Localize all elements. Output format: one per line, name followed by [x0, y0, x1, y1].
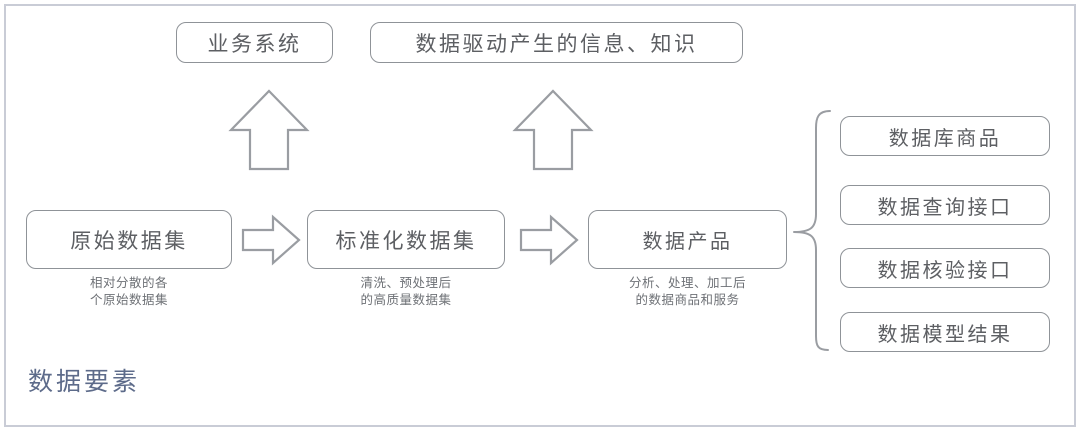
stage-box-label: 原始数据集	[70, 228, 188, 253]
product-type-label: 数据库商品	[888, 127, 1002, 150]
product-type-box-verification-api: 数据核验接口	[840, 248, 1050, 288]
output-box-business-system: 业务系统	[176, 22, 333, 63]
stage-box-standardized-dataset: 标准化数据集	[307, 210, 505, 269]
stage-caption-standardized-dataset: 清洗、预处理后 的高质量数据集	[360, 276, 452, 307]
output-box-data-driven-info: 数据驱动产生的信息、知识	[370, 22, 743, 63]
stage-box-label: 标准化数据集	[335, 228, 477, 253]
product-type-box-query-api: 数据查询接口	[840, 185, 1050, 225]
stage-box-raw-dataset: 原始数据集	[26, 210, 232, 269]
product-type-label: 数据查询接口	[877, 196, 1013, 219]
section-label-data-element: 数据要素	[28, 369, 141, 396]
up-arrow-to-data-driven-info	[512, 88, 594, 172]
right-arrow-standardized-to-product	[518, 214, 580, 266]
right-arrow-raw-to-standardized	[240, 214, 302, 266]
product-type-box-database-goods: 数据库商品	[840, 116, 1050, 156]
stage-caption-raw-dataset: 相对分散的各 个原始数据集	[89, 276, 168, 307]
stage-box-data-product: 数据产品	[588, 210, 787, 269]
output-box-label: 业务系统	[207, 31, 302, 56]
stage-box-label: 数据产品	[642, 231, 733, 253]
up-arrow-to-business-system	[228, 88, 310, 172]
stage-caption-data-product: 分析、处理、加工后 的数据商品和服务	[628, 276, 746, 307]
product-type-label: 数据核验接口	[877, 259, 1013, 282]
output-box-label: 数据驱动产生的信息、知识	[415, 31, 698, 56]
product-type-box-model-result: 数据模型结果	[840, 312, 1050, 352]
product-type-label: 数据模型结果	[877, 323, 1013, 346]
curly-brace-product-types	[790, 108, 834, 352]
